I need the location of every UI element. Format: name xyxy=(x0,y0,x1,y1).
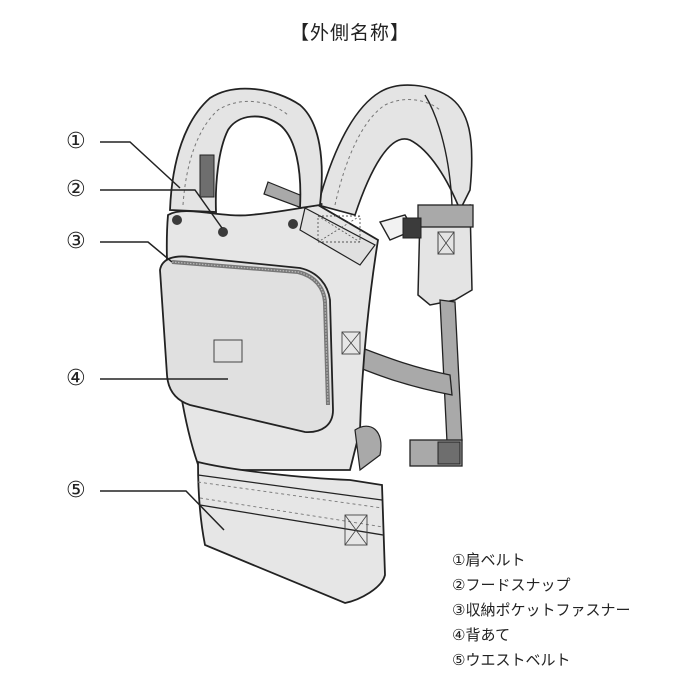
parts-legend: ①肩ベルト ②フードスナップ ③収納ポケットファスナー ④背あて ⑤ウエストベル… xyxy=(452,548,630,673)
callout-5: ⑤ xyxy=(66,478,86,503)
legend-item: ④背あて xyxy=(452,623,630,648)
legend-label: ウエストベルト xyxy=(465,651,571,669)
right-shoulder-strap xyxy=(317,84,473,216)
left-shoulder-strap xyxy=(169,87,323,213)
legend-item: ①肩ベルト xyxy=(452,548,630,573)
legend-num: ② xyxy=(452,576,466,594)
legend-label: 背あて xyxy=(465,626,511,644)
legend-label: 収納ポケットファスナー xyxy=(465,601,631,619)
hood-snaps xyxy=(172,215,298,237)
legend-item: ③収納ポケットファスナー xyxy=(452,598,630,623)
leader-lines xyxy=(100,141,228,531)
diagram-title: 【外側名称】 xyxy=(289,22,410,44)
legend-num: ⑤ xyxy=(452,651,466,669)
leader-line-2 xyxy=(100,189,223,229)
leader-line-5 xyxy=(100,490,225,531)
callout-2: ② xyxy=(66,177,86,202)
legend-num: ③ xyxy=(452,601,466,619)
legend-item: ②フードスナップ xyxy=(452,573,630,598)
legend-label: 肩ベルト xyxy=(465,551,526,569)
waist-belt-graphic xyxy=(197,460,386,604)
storage-pocket xyxy=(159,255,334,433)
callout-1: ① xyxy=(66,129,86,154)
callout-4: ④ xyxy=(66,366,86,391)
legend-label: フードスナップ xyxy=(465,576,571,594)
legend-num: ④ xyxy=(452,626,466,644)
side-strap-assembly xyxy=(263,181,474,467)
legend-item: ⑤ウエストベルト xyxy=(452,648,630,673)
callout-3: ③ xyxy=(66,229,86,254)
leader-line-1 xyxy=(100,141,181,189)
leader-line-3 xyxy=(100,241,173,263)
legend-num: ① xyxy=(452,551,466,569)
